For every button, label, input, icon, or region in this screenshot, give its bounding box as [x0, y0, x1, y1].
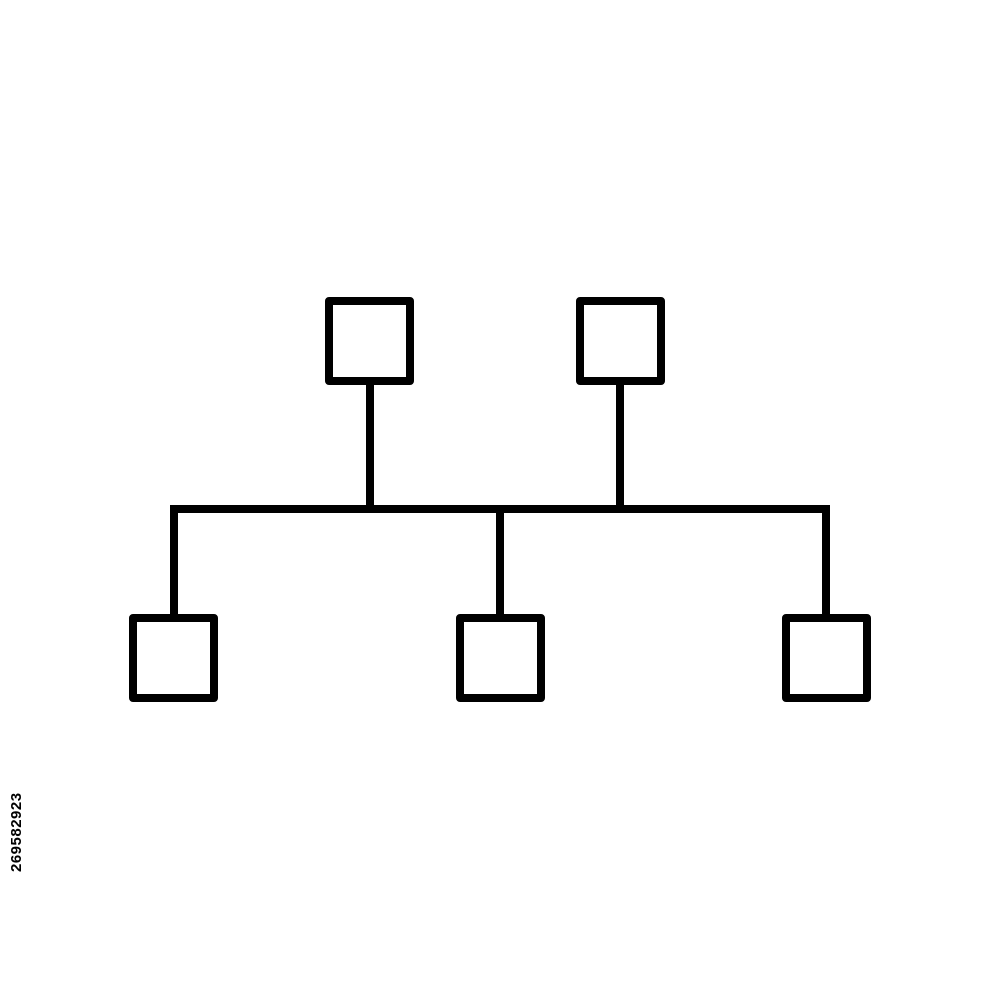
- parent-node-left: [325, 297, 414, 385]
- child-node-right: [782, 614, 871, 702]
- child-node-middle: [456, 614, 545, 702]
- child-node-left: [129, 614, 218, 702]
- watermark-id-text: 269582923: [8, 792, 25, 872]
- parent-node-right: [576, 297, 665, 385]
